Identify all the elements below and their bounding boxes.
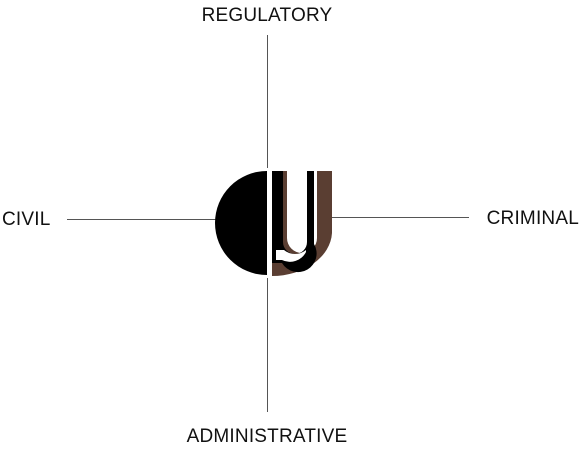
logo-black-j-inner-icon	[272, 171, 317, 273]
logo-left-half-circle-icon	[215, 171, 267, 275]
horizontal-axis-line-left	[67, 219, 217, 220]
logo-center-divider-icon	[267, 168, 272, 278]
axis-label-civil: CIVIL	[2, 209, 51, 230]
axis-label-criminal: CRIMINAL	[486, 208, 579, 229]
horizontal-axis-line-right	[328, 217, 469, 218]
logo-white-j-gap-icon	[276, 250, 306, 262]
logo-brown-j-outer-icon	[272, 171, 332, 277]
half-circle-j-logo-icon	[215, 168, 332, 278]
axis-label-administrative: ADMINISTRATIVE	[186, 426, 348, 447]
axis-label-regulatory: REGULATORY	[201, 5, 333, 26]
